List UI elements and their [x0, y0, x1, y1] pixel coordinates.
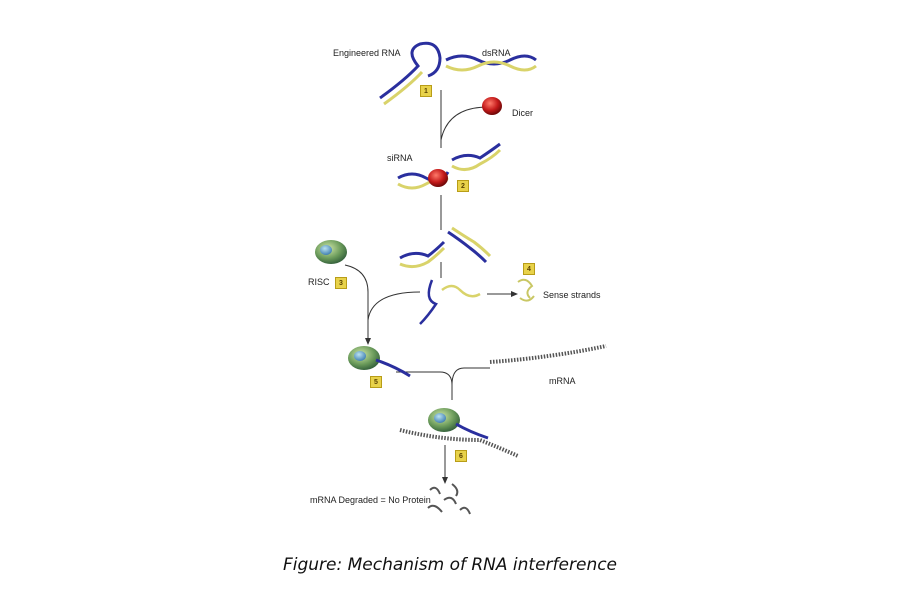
sense-strands-cluster: [517, 278, 535, 302]
step-badge-1: 1: [420, 85, 432, 97]
risc-curve: [344, 264, 369, 330]
step-badge-4: 4: [523, 263, 535, 275]
step-badge-5: 5: [370, 376, 382, 388]
risc-on-mrna: [399, 408, 519, 458]
flow-arrows: [344, 90, 512, 478]
risc-label: RISC: [308, 277, 330, 287]
arrowhead-to-complex: [365, 338, 371, 345]
dicer-label: Dicer: [512, 108, 534, 118]
step-badge-6: 6: [455, 450, 467, 462]
dsrna-helix: [445, 54, 537, 72]
sirna-duplexes: [399, 226, 492, 269]
degraded-label: mRNA Degraded = No Protein: [310, 495, 431, 505]
arrowhead-to-degraded: [442, 477, 448, 484]
dsrna-label: dsRNA: [482, 48, 511, 58]
sense-strands-label: Sense strands: [543, 290, 601, 300]
engineered-rna-hairpin: [379, 41, 442, 106]
strand-to-risc: [367, 291, 421, 321]
step-badge-2: 2: [457, 180, 469, 192]
dicer-enzyme: [482, 97, 502, 115]
dicer-curve: [440, 106, 489, 141]
figure-caption: Figure: Mechanism of RNA interference: [282, 555, 618, 575]
mrna-label: mRNA: [549, 376, 576, 386]
degraded-mrna-fragments: [427, 483, 471, 515]
sirna-label: siRNA: [387, 153, 413, 163]
engineered-rna-label: Engineered RNA: [333, 48, 401, 58]
risc-protein: [315, 240, 347, 264]
arrowhead-to-sense: [511, 291, 518, 297]
step-badge-3: 3: [335, 277, 347, 289]
risc-loaded-complex: [348, 346, 411, 378]
sirna-helices: [397, 142, 502, 190]
separated-strands: [419, 279, 481, 325]
arrowheads: [365, 291, 518, 484]
mrna-strand: [489, 344, 607, 364]
mrna-to-complex: [451, 367, 490, 386]
